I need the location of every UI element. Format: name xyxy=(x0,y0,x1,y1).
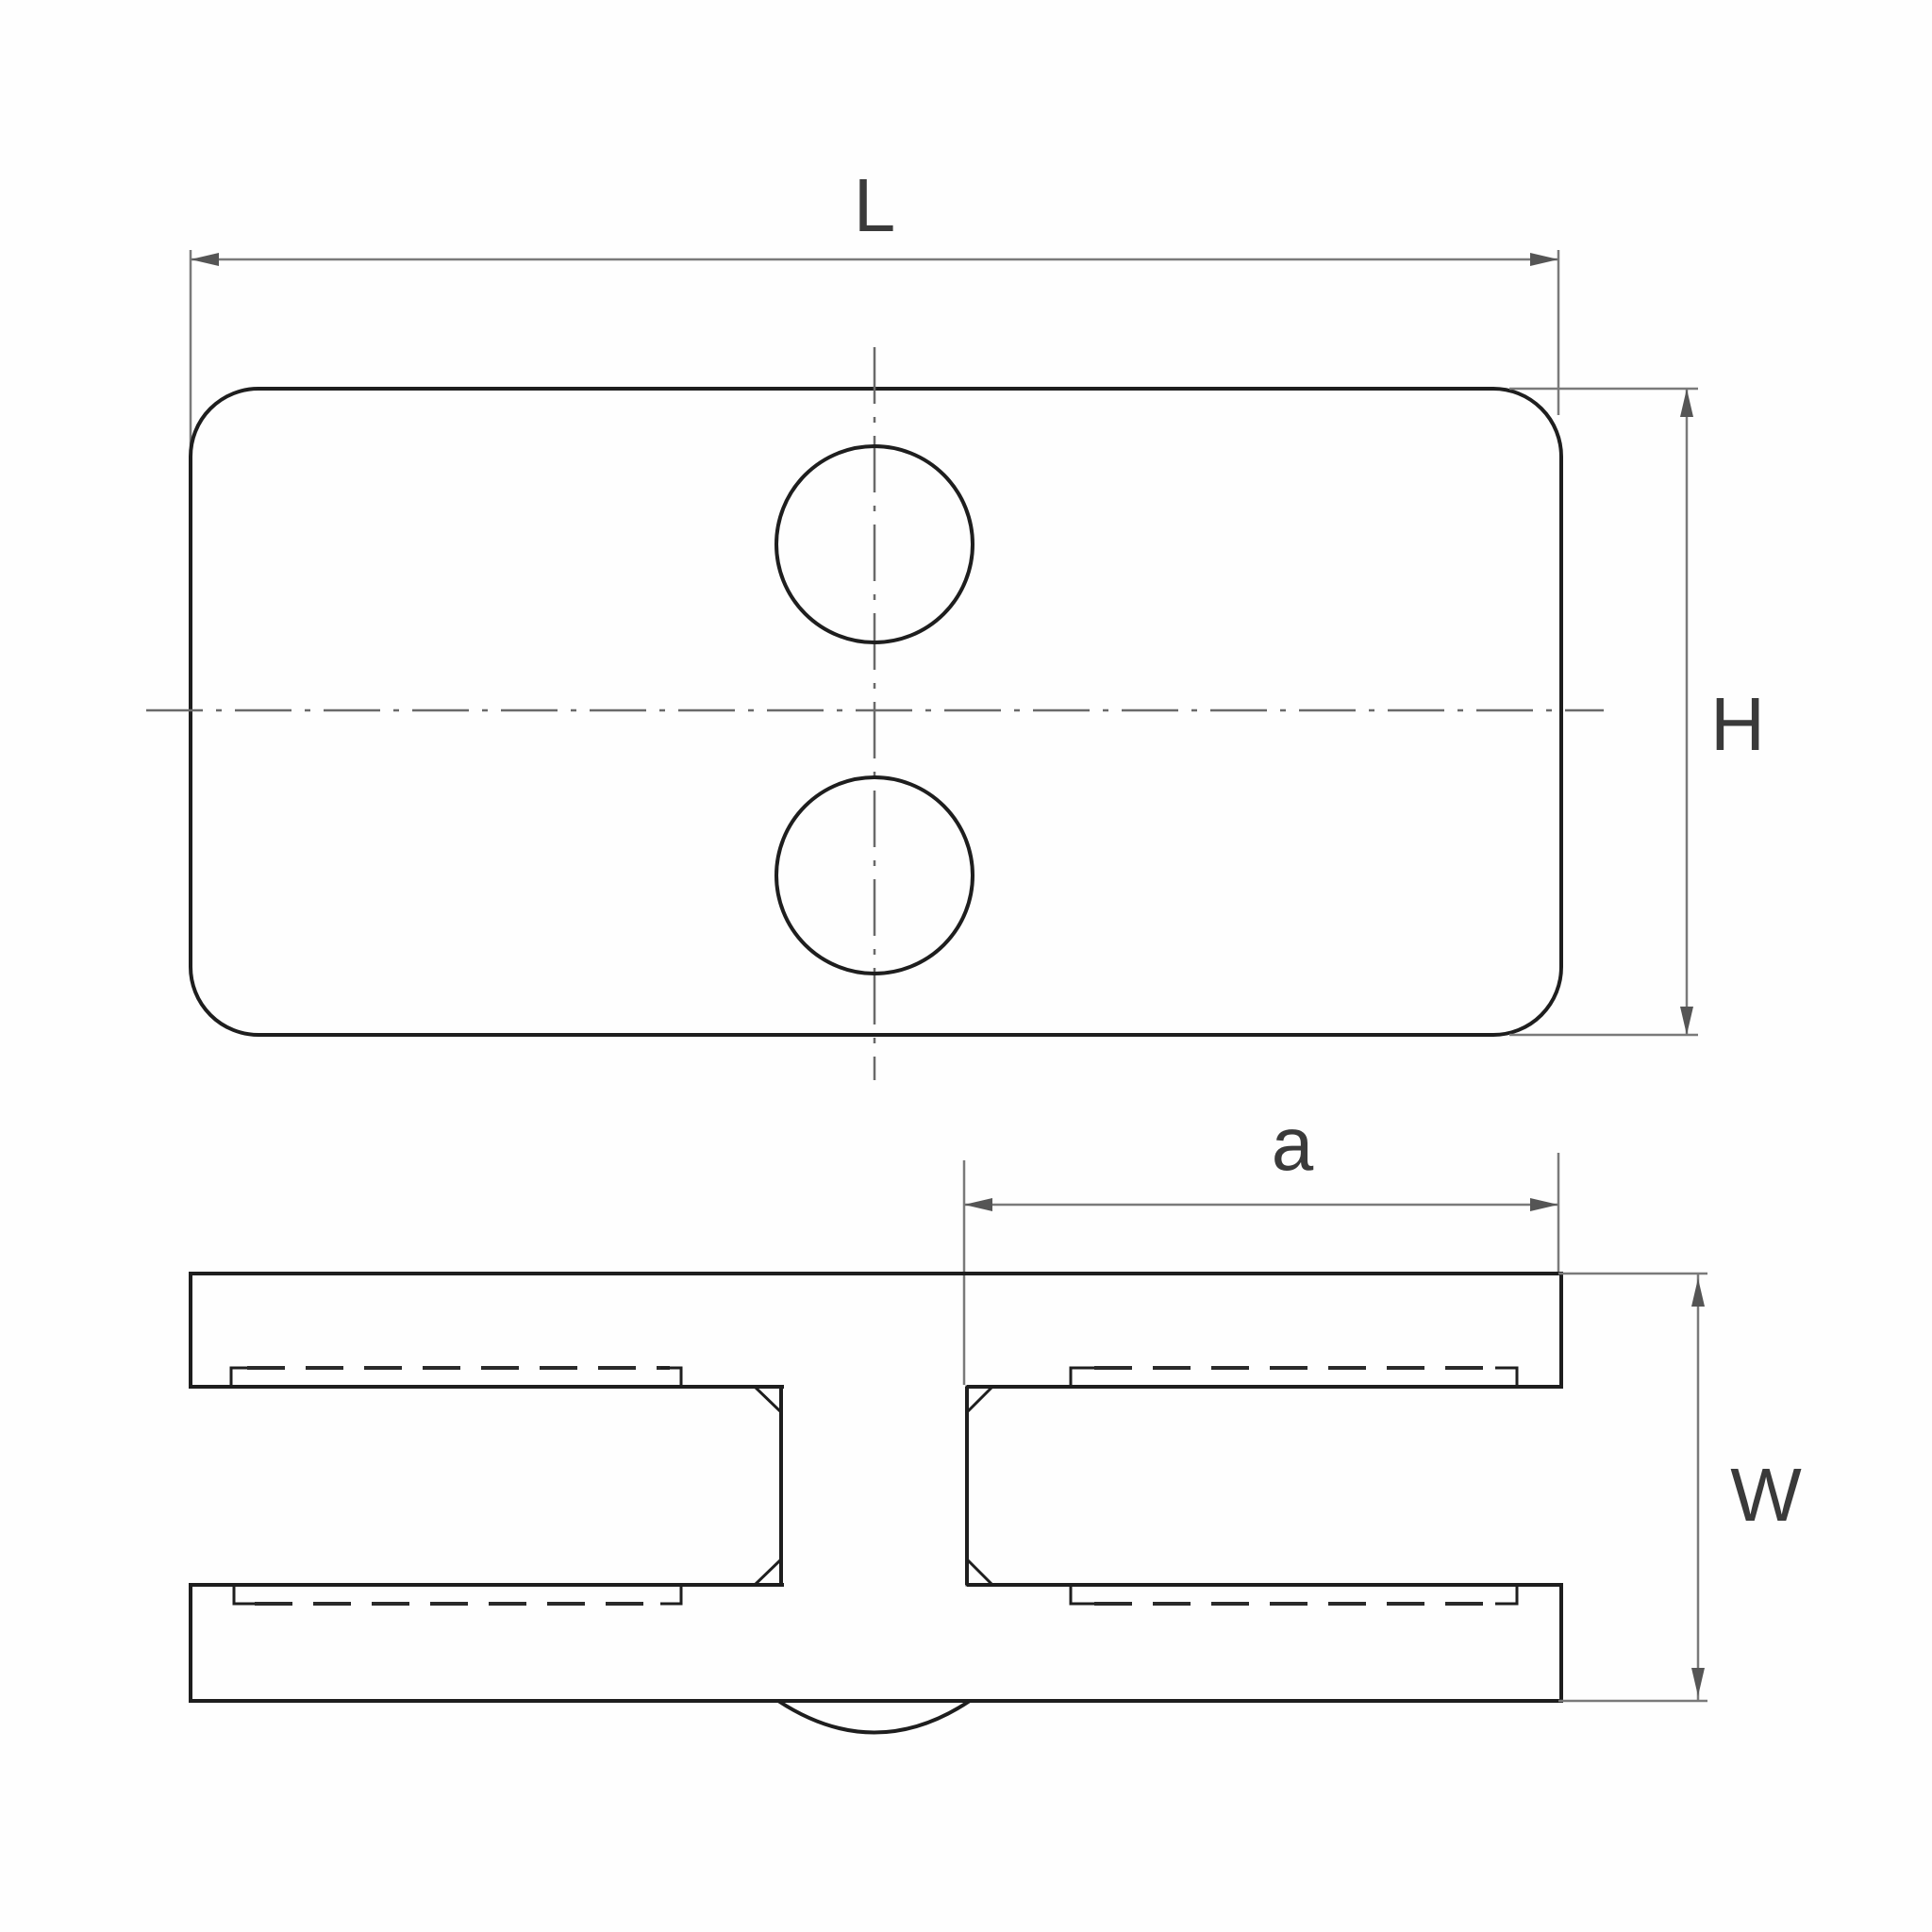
dimension-label-h: H xyxy=(1710,682,1765,766)
plate-outline xyxy=(189,387,1563,1037)
front-view: L H xyxy=(146,163,1765,1080)
connector-stem xyxy=(751,1385,996,1587)
dimension-h: H xyxy=(1509,387,1765,1037)
cover-dome xyxy=(776,1699,972,1735)
arrowhead-icon xyxy=(1691,1668,1705,1696)
hole-lower xyxy=(774,775,974,975)
top-gaskets-hidden xyxy=(229,1366,1519,1387)
arrowhead-icon xyxy=(1691,1278,1705,1307)
arrowhead-icon xyxy=(964,1198,992,1211)
arrowhead-icon xyxy=(1530,1198,1558,1211)
arrowhead-icon xyxy=(1680,389,1693,417)
dimension-l: L xyxy=(189,163,1560,453)
side-view: a xyxy=(189,1102,1802,1735)
hole-upper xyxy=(774,444,974,644)
dimension-label-w: W xyxy=(1730,1453,1802,1537)
arrowhead-icon xyxy=(191,253,219,266)
dimension-label-l: L xyxy=(854,163,896,247)
arrowhead-icon xyxy=(1680,1007,1693,1035)
bottom-gaskets-hidden xyxy=(232,1585,1519,1606)
arrowhead-icon xyxy=(1530,253,1558,266)
dimension-a: a xyxy=(962,1102,1560,1387)
dimension-w: W xyxy=(1558,1272,1802,1703)
dimension-label-a: a xyxy=(1272,1102,1314,1186)
